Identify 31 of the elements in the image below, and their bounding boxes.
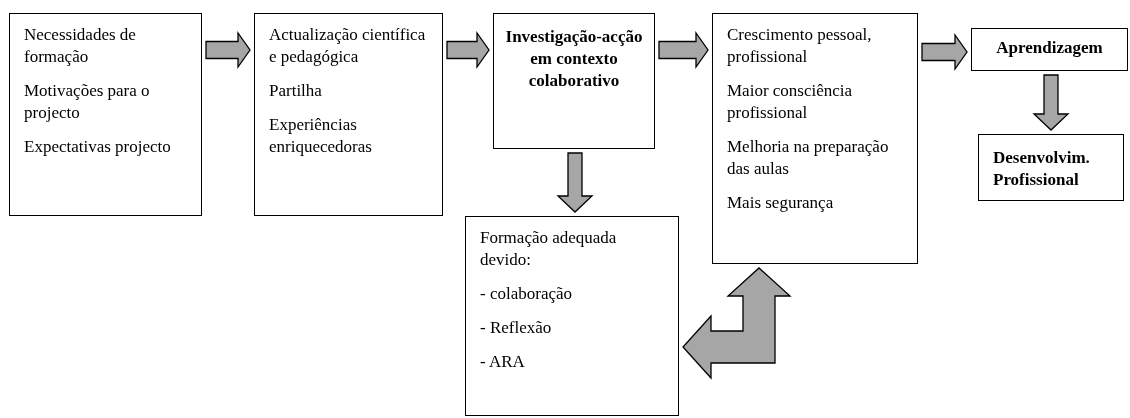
node-text: Formação adequada devido: (480, 227, 618, 271)
text-box (9, 13, 202, 216)
node-text: Investigação-acção em contexto colaborativo (504, 26, 644, 92)
block-arrow (658, 30, 709, 70)
block-arrow (921, 32, 968, 72)
node-text: Maior consciência profissional (727, 80, 854, 124)
node-text: Aprendizagem (995, 37, 1104, 59)
node-text: Expectativas projecto (24, 136, 172, 158)
text-box (978, 134, 1124, 201)
node-text: Necessidades de formação (24, 24, 137, 68)
node-text: Motivações para o projecto (24, 80, 151, 124)
node-text: Crescimento pessoal, profissional (727, 24, 873, 68)
block-arrow (205, 30, 251, 70)
block-arrow (1032, 74, 1070, 131)
node-text: - colaboração (480, 283, 574, 305)
node-text: Mais segurança (727, 192, 835, 214)
text-box (493, 13, 655, 149)
node-text: Partilha (269, 80, 323, 102)
text-box (712, 13, 918, 264)
block-arrow (556, 152, 594, 213)
node-text: - ARA (480, 351, 526, 373)
block-arrow (682, 267, 792, 380)
node-text: - Reflexão (480, 317, 553, 339)
text-box (971, 28, 1128, 71)
node-text: Experiências enriquecedoras (269, 114, 373, 158)
block-arrow (446, 30, 490, 70)
node-text: Desenvolvim. Profissional (993, 147, 1091, 191)
node-text: Actualização científica e pedagógica (269, 24, 427, 68)
text-box (465, 216, 679, 416)
node-text: Melhoria na preparação das aulas (727, 136, 890, 180)
text-box (254, 13, 443, 216)
